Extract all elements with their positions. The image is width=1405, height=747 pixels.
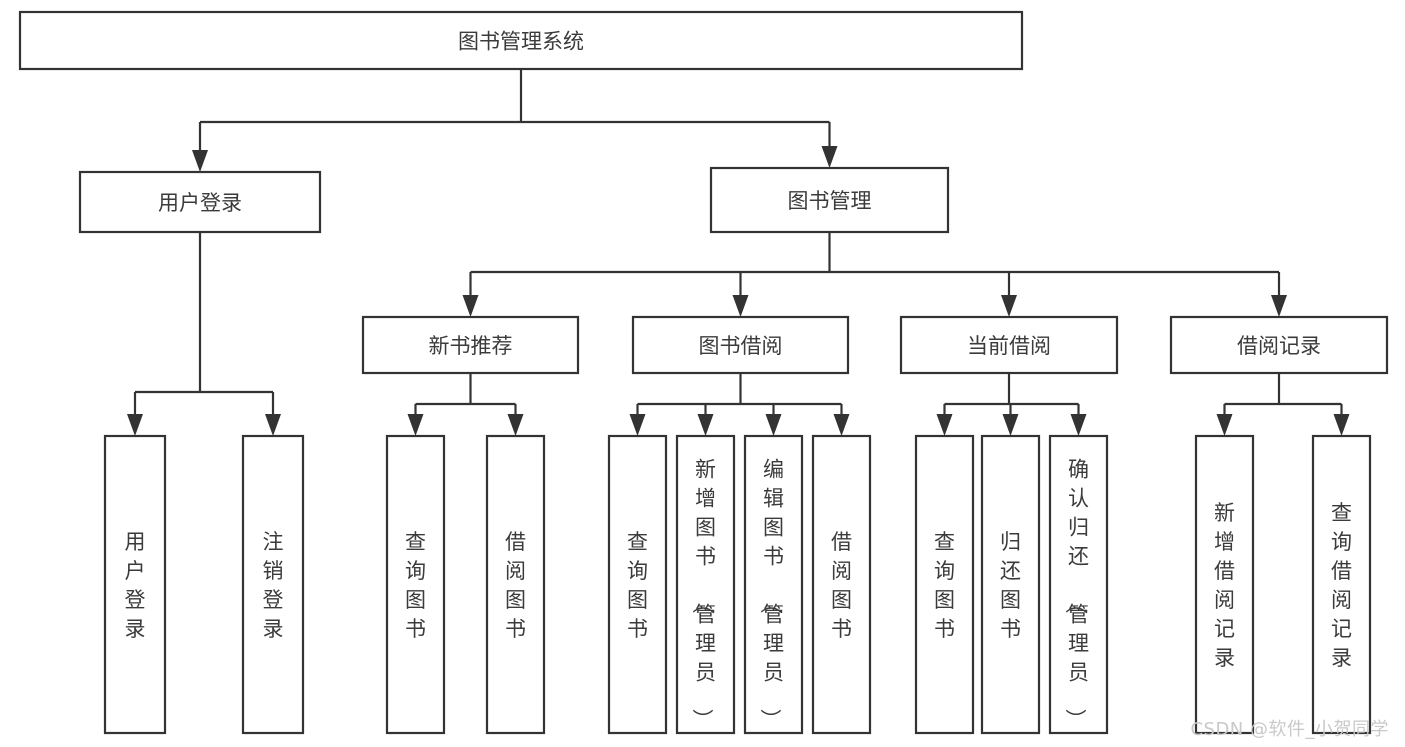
node-box [485, 434, 546, 735]
arrow-head-icon [1001, 295, 1017, 317]
node-root[interactable]: 图书管理系统 [18, 10, 1024, 71]
node-label: 用户登录 [158, 191, 242, 215]
arrow-head-icon [127, 414, 143, 436]
node-user-login[interactable]: 用户登录 [78, 170, 322, 234]
arrow-head-icon [833, 414, 850, 436]
node-box [631, 315, 850, 375]
node-label: 新增图书（管理员） [690, 458, 716, 730]
node-leaf-borrow-add[interactable]: 新增图书（管理员） [675, 434, 736, 735]
node-leaf-rec-borrow[interactable]: 借阅图书 [485, 434, 546, 735]
arrow-head-icon [462, 295, 479, 317]
node-label: 编辑图书（管理员） [758, 458, 784, 730]
node-box [675, 434, 736, 735]
node-box [914, 434, 975, 735]
node-leaf-borrow-query[interactable]: 查询图书 [607, 434, 668, 735]
node-label: 图书借阅 [699, 334, 783, 358]
node-borrow-record[interactable]: 借阅记录 [1169, 315, 1389, 375]
node-box [899, 315, 1119, 375]
node-leaf-user-logout[interactable]: 注销登录 [241, 434, 305, 735]
connector-layer [127, 69, 1350, 436]
node-box [78, 170, 322, 234]
node-box [1169, 315, 1389, 375]
node-leaf-rec-add[interactable]: 新增借阅记录 [1194, 434, 1255, 735]
node-label: 注销登录 [263, 530, 284, 641]
node-leaf-cur-query[interactable]: 查询图书 [914, 434, 975, 735]
node-box [980, 434, 1041, 735]
arrow-head-icon [821, 146, 838, 168]
node-leaf-user-login[interactable]: 用户登录 [103, 434, 167, 735]
node-label: 借阅图书 [831, 530, 852, 641]
node-label: 图书管理 [788, 189, 872, 213]
node-box [607, 434, 668, 735]
node-book-manage[interactable]: 图书管理 [709, 166, 950, 234]
node-box [241, 434, 305, 735]
arrow-head-icon [407, 414, 424, 436]
node-label: 查询图书 [934, 530, 955, 641]
node-leaf-cur-return[interactable]: 归还图书 [980, 434, 1041, 735]
node-box [1194, 434, 1255, 735]
node-current-borrow[interactable]: 当前借阅 [899, 315, 1119, 375]
arrow-head-icon [732, 295, 749, 317]
node-box [1048, 434, 1109, 735]
node-box [811, 434, 872, 735]
arrow-head-icon [629, 414, 646, 436]
node-label: 用户登录 [125, 530, 146, 641]
node-label: 查询图书 [627, 530, 648, 641]
node-leaf-borrow-lend[interactable]: 借阅图书 [811, 434, 872, 735]
arrow-head-icon [1070, 414, 1087, 436]
node-leaf-rec-query[interactable]: 查询图书 [385, 434, 446, 735]
node-label: 新书推荐 [429, 334, 513, 358]
arrow-head-icon [1333, 414, 1350, 436]
node-book-borrow[interactable]: 图书借阅 [631, 315, 850, 375]
node-label: 新增借阅记录 [1214, 501, 1235, 670]
node-leaf-borrow-edit[interactable]: 编辑图书（管理员） [743, 434, 804, 735]
node-label: 归还图书 [1000, 530, 1021, 641]
node-box [361, 315, 580, 375]
node-label: 借阅图书 [505, 530, 526, 641]
node-layer: 图书管理系统用户登录图书管理新书推荐图书借阅当前借阅借阅记录用户登录注销登录查询… [18, 10, 1389, 735]
arrow-head-icon [192, 150, 208, 172]
node-box [385, 434, 446, 735]
arrow-head-icon [507, 414, 524, 436]
node-label: 查询图书 [405, 530, 426, 641]
arrow-head-icon [1271, 295, 1287, 317]
node-label: 借阅记录 [1237, 334, 1321, 358]
arrow-head-icon [1002, 414, 1019, 436]
arrow-head-icon [1216, 414, 1233, 436]
node-label: 当前借阅 [967, 334, 1051, 358]
arrow-head-icon [697, 414, 714, 436]
node-box [743, 434, 804, 735]
node-leaf-cur-confirm[interactable]: 确认归还（管理员） [1048, 434, 1109, 735]
node-box [709, 166, 950, 234]
node-box [18, 10, 1024, 71]
node-label: 查询借阅记录 [1331, 501, 1352, 670]
arrow-head-icon [765, 414, 782, 436]
node-leaf-rec-search[interactable]: 查询借阅记录 [1311, 434, 1372, 735]
node-box [1311, 434, 1372, 735]
arrow-head-icon [265, 414, 281, 436]
node-label: 确认归还（管理员） [1063, 458, 1089, 730]
node-label: 图书管理系统 [458, 30, 584, 54]
node-new-book-rec[interactable]: 新书推荐 [361, 315, 580, 375]
node-box [103, 434, 167, 735]
arrow-head-icon [936, 414, 953, 436]
